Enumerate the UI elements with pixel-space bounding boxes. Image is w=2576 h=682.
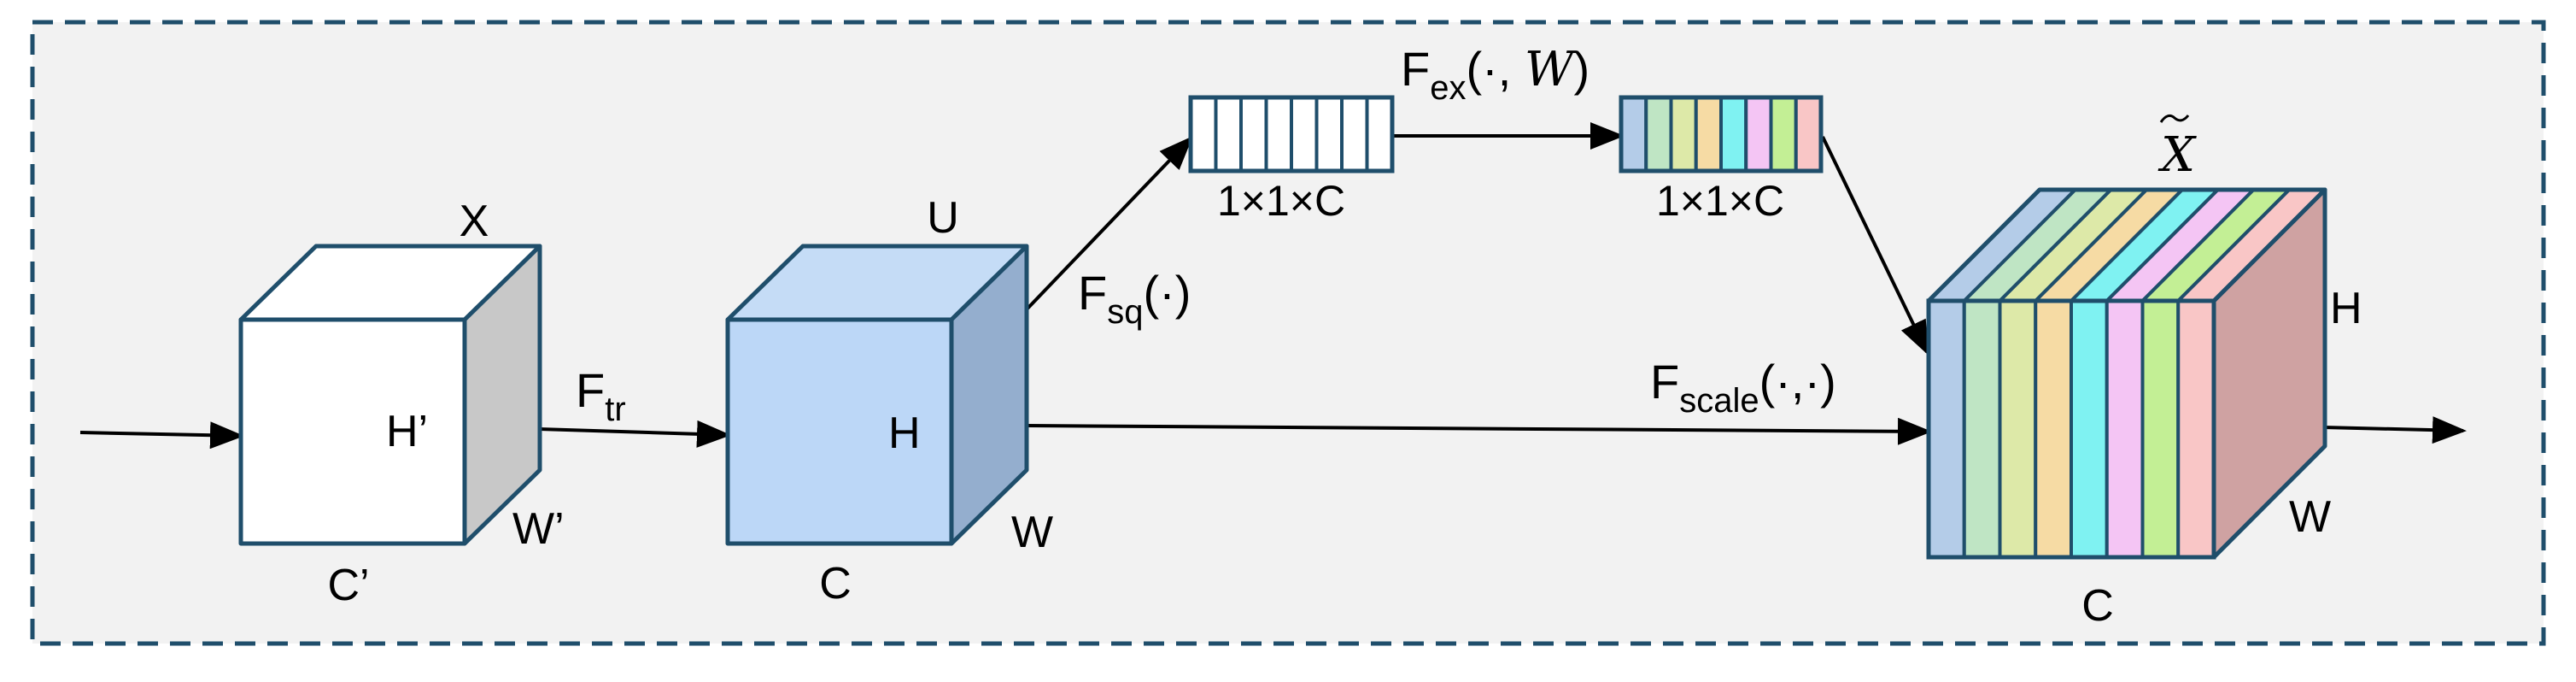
- squeezed-vector-cell: [1239, 96, 1268, 173]
- scale-arrow: [1026, 417, 1932, 445]
- squeezed-vector-cell: [1314, 96, 1344, 173]
- squeezed-vector: [1188, 95, 1395, 173]
- squeezed-vector-border: [1188, 95, 1395, 173]
- squeeze-operator-sub: sq: [1107, 293, 1143, 331]
- transform-operator-sub: tr: [605, 391, 625, 428]
- squeezed-vector-cell: [1189, 96, 1218, 173]
- transform-arrow: [539, 420, 731, 448]
- cube-x-depth-label: C’: [327, 561, 369, 610]
- cube-x-width-label: W’: [512, 504, 565, 554]
- squeezed-vector-cell: [1264, 96, 1293, 173]
- output-cube-front-slice: [1998, 299, 2038, 559]
- transform-operator-label: Ftr: [576, 363, 626, 428]
- excitation-operator-label: Fex(·, W): [1401, 42, 1590, 107]
- squeezed-vector-dim-label: 1×1×C: [1217, 177, 1345, 225]
- excitation-operator-args-open: (·,: [1466, 42, 1524, 96]
- transform-operator-base: F: [576, 363, 605, 417]
- squeezed-vector-cell: [1214, 96, 1243, 173]
- scale-operator-args: (·,·): [1759, 355, 1836, 409]
- output-cube-front-slice: [2070, 299, 2109, 559]
- excitation-operator-sub: ex: [1430, 69, 1466, 107]
- excited-vector-cell: [1769, 96, 1798, 173]
- output-cube: [1926, 187, 2327, 560]
- excitation-operator-base: F: [1401, 42, 1430, 96]
- excited-vector: [1619, 95, 1824, 173]
- excited-vector-cell: [1619, 96, 1648, 173]
- excited-vector-border: [1619, 95, 1824, 173]
- squeeze-operator-args: (·): [1143, 266, 1191, 320]
- scale-operator-base: F: [1650, 355, 1679, 409]
- excitation-operator-args-close: ): [1573, 42, 1590, 96]
- cube-x-top-label: X: [460, 197, 489, 246]
- excited-vector-cell: [1644, 96, 1673, 173]
- feature-cube-u: [725, 244, 1029, 546]
- cube-u-front-face: [725, 317, 954, 546]
- input-cube-x: [238, 244, 542, 546]
- output-arrow: [2322, 416, 2467, 444]
- output-cube-front-slice: [2105, 299, 2145, 559]
- squeezed-vector-cell: [1340, 96, 1369, 173]
- output-cube-width-label: W: [2289, 492, 2331, 542]
- squeeze-operator-label: Fsq(·): [1078, 266, 1191, 331]
- output-cube-front-slice: [2176, 299, 2216, 559]
- excited-vector-cell: [1669, 96, 1698, 173]
- output-cube-height-label: H: [2330, 284, 2362, 333]
- tilde-accent: [2159, 114, 2190, 123]
- output-cube-top-label: X: [2157, 127, 2197, 183]
- scale-operator-sub: scale: [1679, 382, 1759, 420]
- output-cube-front-slice: [2140, 299, 2181, 559]
- excitation-to-scale-arrow: [1821, 136, 1929, 356]
- cube-x-front-face: [238, 317, 467, 546]
- excitation-operator-weight: W: [1525, 42, 1578, 97]
- output-cube-front-slice: [1962, 299, 2002, 559]
- cube-u-depth-label: C: [819, 559, 852, 609]
- cube-x-height-label: H’: [386, 407, 428, 456]
- excited-vector-cell: [1694, 96, 1723, 173]
- cube-u-height-label: H: [888, 409, 921, 458]
- squeeze-arrow: [1026, 136, 1193, 310]
- squeeze-operator-base: F: [1078, 266, 1107, 320]
- excited-vector-cell: [1744, 96, 1773, 173]
- connector-arrows: [79, 122, 2467, 450]
- scale-operator-label: Fscale(·,·): [1650, 355, 1836, 420]
- input-arrow: [79, 421, 244, 450]
- excited-vector-cell: [1719, 96, 1748, 173]
- squeezed-vector-cell: [1365, 96, 1394, 173]
- cube-u-top-label: U: [927, 193, 959, 243]
- output-cube-front-slice: [2034, 299, 2073, 559]
- squeezed-vector-cell: [1290, 96, 1319, 173]
- output-cube-depth-label: C: [2081, 581, 2114, 631]
- excited-vector-cell: [1794, 96, 1823, 173]
- cube-u-width-label: W: [1011, 508, 1053, 557]
- output-cube-top-border: [1926, 187, 2327, 303]
- excited-vector-dim-label: 1×1×C: [1656, 177, 1784, 225]
- output-cube-front-slice: [1927, 299, 1966, 559]
